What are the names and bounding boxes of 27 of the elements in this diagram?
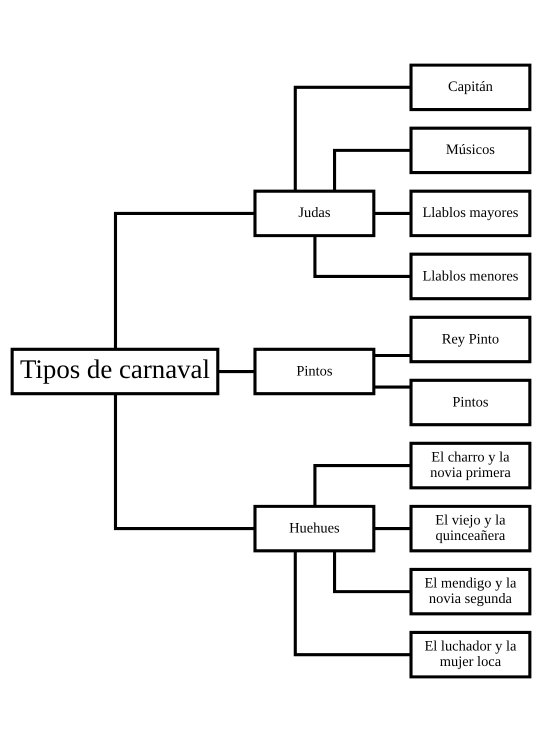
connector: [374, 385, 411, 389]
node-box: Tipos de carnaval: [10, 348, 220, 396]
connector: [374, 354, 411, 358]
connector: [313, 236, 411, 278]
connector: [294, 86, 411, 192]
node-box: Capitán: [409, 64, 532, 112]
connector: [374, 212, 411, 215]
node-box: Judas: [253, 190, 376, 238]
node-box: Pintos: [253, 348, 376, 396]
connector: [333, 550, 411, 594]
connector: [313, 464, 411, 506]
node-box: Llablos mayores: [409, 190, 532, 238]
node-box: Músicos: [409, 126, 532, 174]
connector: [218, 370, 255, 374]
connector: [114, 394, 255, 530]
connector: [333, 148, 411, 192]
node-box: Huehues: [253, 504, 376, 552]
node-box: Rey Pinto: [409, 316, 532, 364]
node-box: El viejo y la quinceañera: [409, 504, 532, 552]
connector: [374, 527, 411, 530]
node-box: El mendigo y la novia segunda: [409, 568, 532, 616]
node-box: Pintos: [409, 378, 532, 426]
node-box: El charro y la novia primera: [409, 442, 532, 490]
connector: [114, 212, 255, 350]
node-box: El luchador y la mujer loca: [409, 630, 532, 678]
connector: [294, 550, 411, 656]
node-box: Llablos menores: [409, 252, 532, 300]
